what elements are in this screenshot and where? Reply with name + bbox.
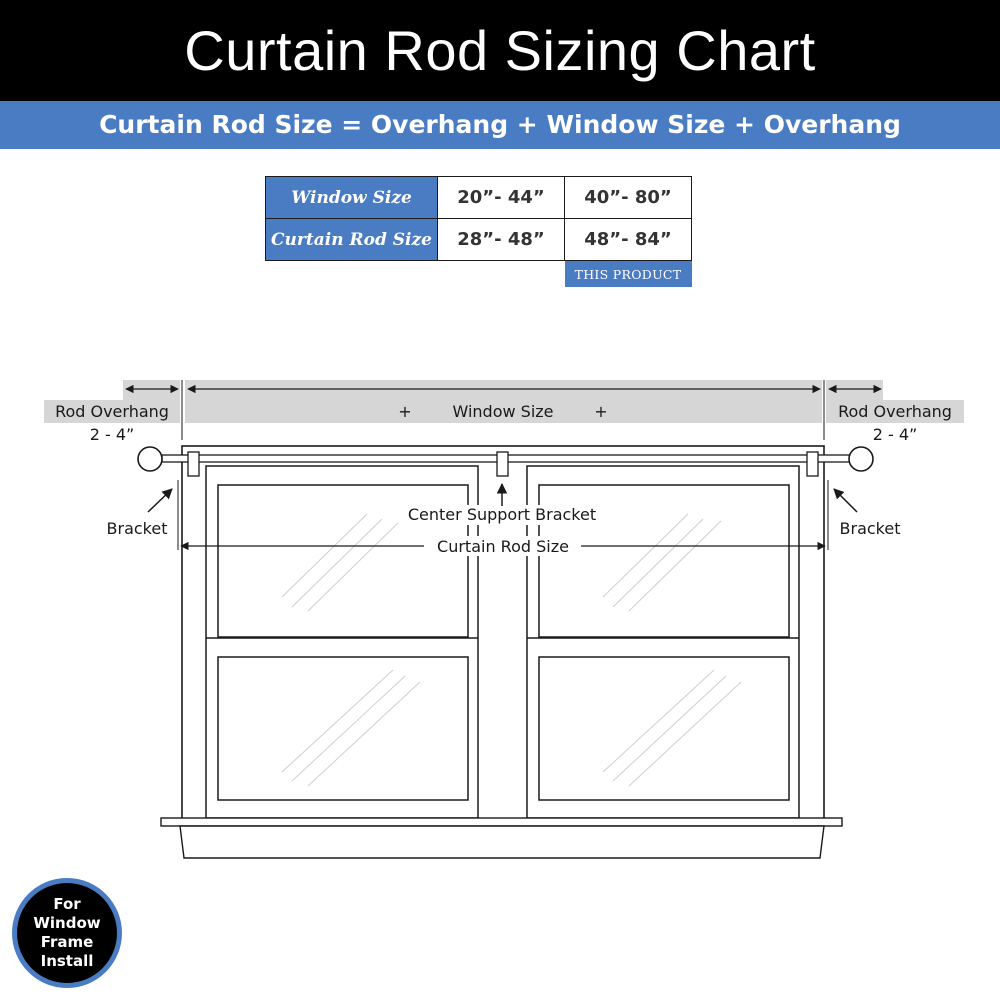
left-bracket-label: Bracket: [107, 519, 168, 538]
table-row: Window Size 20”- 44” 40”- 80”: [265, 176, 692, 219]
badge-line: Frame: [40, 933, 94, 951]
center-support-bracket-label: Center Support Bracket: [408, 505, 596, 524]
rod-size-label-bg: [424, 536, 581, 556]
formula-banner: Curtain Rod Size = Overhang + Window Siz…: [0, 101, 1000, 149]
badge-text: For Window Frame Install: [17, 883, 117, 983]
row-header-curtain-rod-size: Curtain Rod Size: [265, 218, 438, 261]
row-header-window-size: Window Size: [265, 176, 438, 219]
left-finial: [137, 446, 163, 472]
window-size-label: Window Size: [452, 402, 553, 421]
table-row: Curtain Rod Size 28”- 48” 48”- 84”: [265, 218, 692, 261]
curtain-rod-size-label: Curtain Rod Size: [437, 537, 569, 556]
window-size-plus-right: +: [594, 402, 607, 421]
size-table: Window Size 20”- 44” 40”- 80” Curtain Ro…: [265, 176, 692, 287]
left-overhang-range: 2 - 4”: [90, 425, 135, 444]
window-frame: [181, 445, 825, 821]
right-finial: [848, 446, 874, 472]
right-lower-pane: [538, 656, 790, 801]
band-window-size: [185, 400, 822, 423]
window-size-plus-left: +: [398, 402, 411, 421]
badge-line: For: [53, 895, 81, 913]
left-bracket-pointer: [147, 488, 173, 513]
table-row: THIS PRODUCT: [266, 260, 692, 287]
center-bracket: [496, 451, 509, 477]
window-sill: [160, 817, 843, 827]
window-apron: [179, 825, 825, 859]
left-overhang-label: Rod Overhang: [55, 402, 169, 421]
right-upper-pane: [538, 484, 790, 638]
band-top-center: [185, 380, 822, 400]
table-cell: 40”- 80”: [564, 176, 692, 219]
glass-reflection: [281, 513, 742, 787]
band-top-left: [123, 380, 180, 400]
right-overhang-label: Rod Overhang: [838, 402, 952, 421]
page-title: Curtain Rod Sizing Chart: [184, 19, 816, 82]
band-top-right: [826, 380, 883, 400]
left-bracket: [187, 451, 200, 477]
this-product-tag: THIS PRODUCT: [564, 260, 692, 287]
badge-line: Window: [33, 914, 101, 932]
title-banner: Curtain Rod Sizing Chart: [0, 0, 1000, 101]
badge-line: Install: [40, 952, 94, 970]
table-cell: 48”- 84”: [564, 218, 692, 261]
right-bracket-pointer: [833, 488, 858, 513]
band-left-overhang: [44, 400, 180, 423]
right-bracket-label: Bracket: [840, 519, 901, 538]
left-upper-pane: [217, 484, 469, 638]
band-right-overhang: [826, 400, 964, 423]
center-label-bg: [398, 505, 608, 525]
install-type-badge: For Window Frame Install: [12, 878, 122, 988]
right-overhang-range: 2 - 4”: [873, 425, 918, 444]
right-bracket: [806, 451, 819, 477]
table-cell: 28”- 48”: [437, 218, 565, 261]
left-lower-pane: [217, 656, 469, 801]
